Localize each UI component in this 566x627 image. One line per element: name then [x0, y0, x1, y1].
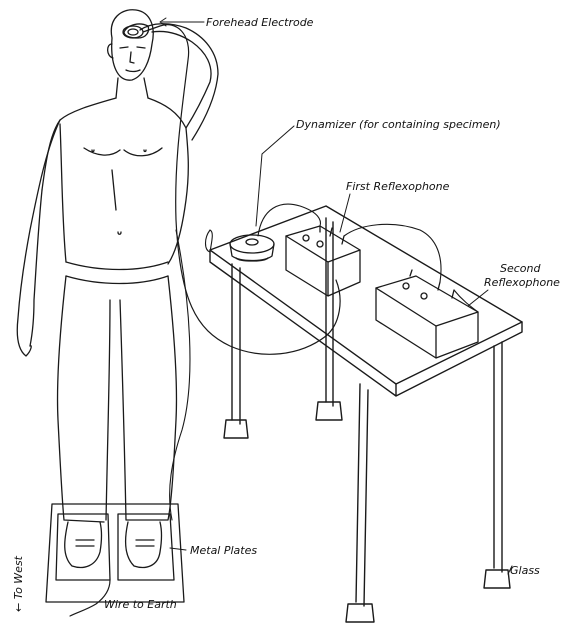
chest: [84, 148, 162, 234]
label-wire-to-earth: Wire to Earth: [104, 598, 177, 611]
device-wires: [206, 204, 479, 312]
hanging-arm: [17, 120, 60, 356]
table: [210, 206, 522, 622]
second-reflexophone: [376, 270, 478, 358]
glass-insulator-2: [316, 402, 342, 420]
label-second-reflexophone-1: Second: [500, 262, 541, 275]
table-leg-front-right: [356, 384, 368, 606]
head: [111, 10, 153, 80]
glass-insulator-3: [346, 604, 374, 622]
table-leg-front-left: [232, 264, 240, 424]
table-front-edge: [210, 250, 522, 396]
torso: [42, 98, 188, 264]
label-glass: Glass: [510, 564, 540, 577]
neck: [116, 78, 148, 98]
man-figure: [17, 10, 218, 568]
shoe-left: [65, 522, 102, 567]
table-leg-back-right: [494, 342, 502, 572]
glass-insulator-1: [224, 420, 248, 438]
label-first-reflexophone: First Reflexophone: [346, 180, 450, 193]
dynamizer: [230, 235, 274, 261]
label-to-west: ← To West: [12, 555, 25, 612]
first-reflexophone: [286, 226, 360, 296]
table-leg-back-left: [326, 218, 333, 406]
label-dynamizer: Dynamizer (for containing specimen): [296, 118, 501, 131]
electrode-wire: [143, 25, 340, 355]
label-second-reflexophone-2: Reflexophone: [484, 276, 560, 289]
leader-dynamizer: [256, 126, 294, 226]
waistband: [66, 262, 168, 284]
face: [120, 47, 145, 72]
metal-plates: [46, 504, 184, 602]
shoe-right: [126, 522, 162, 567]
glass-insulator-4: [484, 570, 510, 588]
forehead-electrode: [123, 26, 143, 38]
label-metal-plates: Metal Plates: [190, 544, 257, 557]
leader-first-reflexophone: [340, 194, 350, 232]
shoe-laces: [76, 540, 154, 546]
trousers: [57, 276, 176, 522]
label-forehead-electrode: Forehead Electrode: [206, 16, 314, 29]
raised-arm: [140, 24, 218, 140]
